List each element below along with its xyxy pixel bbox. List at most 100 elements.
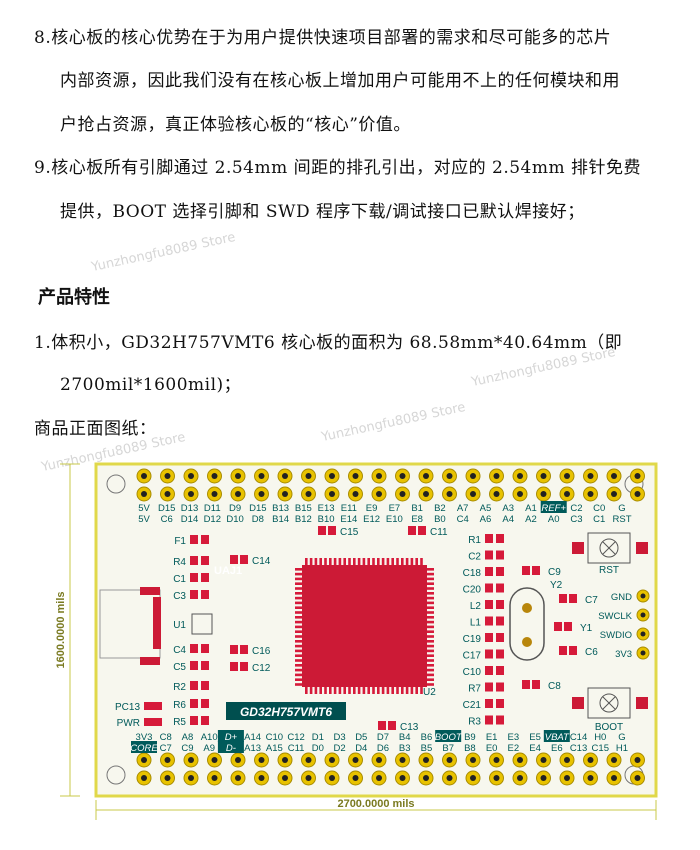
led-label: PC13: [115, 702, 140, 713]
chip-pin: [427, 664, 434, 667]
header-pin: [559, 486, 575, 502]
pin-label: D0: [312, 743, 324, 754]
pin-label: B7: [442, 743, 454, 754]
dimension-height: 1600.0000 mils: [55, 463, 80, 797]
pin-label: C7: [160, 743, 172, 754]
chip-pin: [427, 683, 434, 686]
chip-pin: [295, 649, 302, 653]
header-pin: [512, 752, 528, 768]
pin-label: B12: [295, 514, 312, 525]
component-label: C3: [173, 591, 186, 602]
chip-pin: [353, 558, 356, 565]
chip-pin: [427, 678, 434, 681]
component-pad: [485, 699, 493, 708]
pin-label: C9: [181, 743, 193, 754]
pin-label: C2: [570, 503, 582, 514]
chip-pin: [295, 635, 302, 638]
component-pad: [496, 715, 504, 725]
pin-label: E11: [341, 503, 357, 514]
header-pin: [489, 752, 504, 768]
header-pin: [536, 752, 551, 768]
pin-label: D9: [229, 503, 241, 514]
component-label: C12: [252, 663, 271, 674]
component-pad: [201, 699, 209, 708]
header-pin: [348, 486, 363, 502]
chip-pin: [427, 620, 434, 624]
component-pad: [485, 550, 493, 560]
led-pad: [144, 718, 162, 726]
header-pin: [395, 770, 410, 786]
chip-pin: [295, 644, 302, 648]
header-pin: [207, 752, 222, 768]
header-pin: [230, 752, 246, 768]
main-chip: [295, 558, 434, 694]
pin-label: B15: [295, 503, 312, 514]
component-label: R5: [173, 717, 186, 728]
component-label: C6: [585, 647, 598, 658]
component-label: C20: [463, 585, 482, 596]
chip-pin: [415, 687, 418, 694]
chip-pin: [295, 596, 302, 600]
header-pin: [277, 486, 293, 502]
component-pad: [190, 573, 198, 582]
chip-pin: [427, 644, 434, 648]
component-pad: [378, 721, 386, 730]
chip-pin: [381, 687, 385, 694]
chip-pin: [427, 668, 434, 672]
header-pin: [371, 486, 387, 502]
header-pin: [183, 468, 199, 484]
rst-button[interactable]: [572, 532, 648, 564]
pin-label: D8: [252, 514, 264, 525]
chip-pin: [333, 687, 337, 694]
pin-label: C12: [287, 732, 304, 743]
pin-label-box: [543, 730, 570, 742]
pin-label: B4: [399, 732, 411, 743]
component-pad: [190, 644, 198, 653]
pin-label: A14: [244, 732, 261, 743]
chip-pin: [314, 558, 318, 565]
header-pin: [583, 770, 598, 786]
chip-pin: [324, 558, 327, 565]
para-line-5: 提供，BOOT 选择引脚和 SWD 程序下载/调试接口已默认焊接好；: [60, 202, 585, 222]
chip-pin: [343, 558, 346, 565]
pin-label: D11: [204, 503, 221, 514]
header-pin: [160, 486, 175, 502]
component-label: C5: [173, 662, 186, 673]
component-pad: [201, 535, 209, 544]
pin-label: G: [618, 732, 625, 743]
pin-label-box: [131, 741, 157, 753]
para-line-7: 2700mil*1600mil)；: [60, 375, 242, 395]
chip-pin: [372, 558, 375, 565]
component-pad: [240, 662, 248, 671]
component-pad: [496, 550, 504, 560]
header-pin: [512, 468, 528, 484]
header-pin: [583, 486, 598, 502]
component-pad: [240, 645, 248, 654]
boot-button[interactable]: [572, 687, 648, 719]
component-label: L1: [470, 618, 482, 629]
pin-label: A10: [201, 732, 218, 743]
chip-pin: [357, 687, 361, 694]
chip-pin: [295, 592, 302, 595]
logo-text: UAJ1: [214, 565, 242, 577]
component-label: R6: [173, 700, 186, 711]
chip-pin: [338, 687, 342, 694]
component-pad: [485, 600, 493, 609]
pin-label: D5: [355, 732, 367, 743]
component-label: C4: [173, 645, 186, 656]
chip-pin: [372, 687, 375, 694]
component-pad: [496, 583, 504, 593]
header-pin: [465, 486, 481, 502]
para-line-2: 内部资源，因此我们没有在核心板上增加用户可能用不上的任何模块和用: [60, 71, 620, 91]
chip-pin: [427, 596, 434, 600]
pin-label: D4: [355, 743, 367, 754]
pin-label: C4: [457, 514, 469, 525]
header-pin: [630, 468, 645, 484]
chip-pin: [353, 687, 356, 694]
pin-label: CORE: [130, 743, 158, 754]
pin-label: E8: [411, 514, 423, 525]
pin-label: E1: [486, 732, 498, 743]
header-pin: [230, 486, 246, 502]
component-label: Y2: [550, 580, 563, 591]
header-pin: [442, 486, 457, 502]
